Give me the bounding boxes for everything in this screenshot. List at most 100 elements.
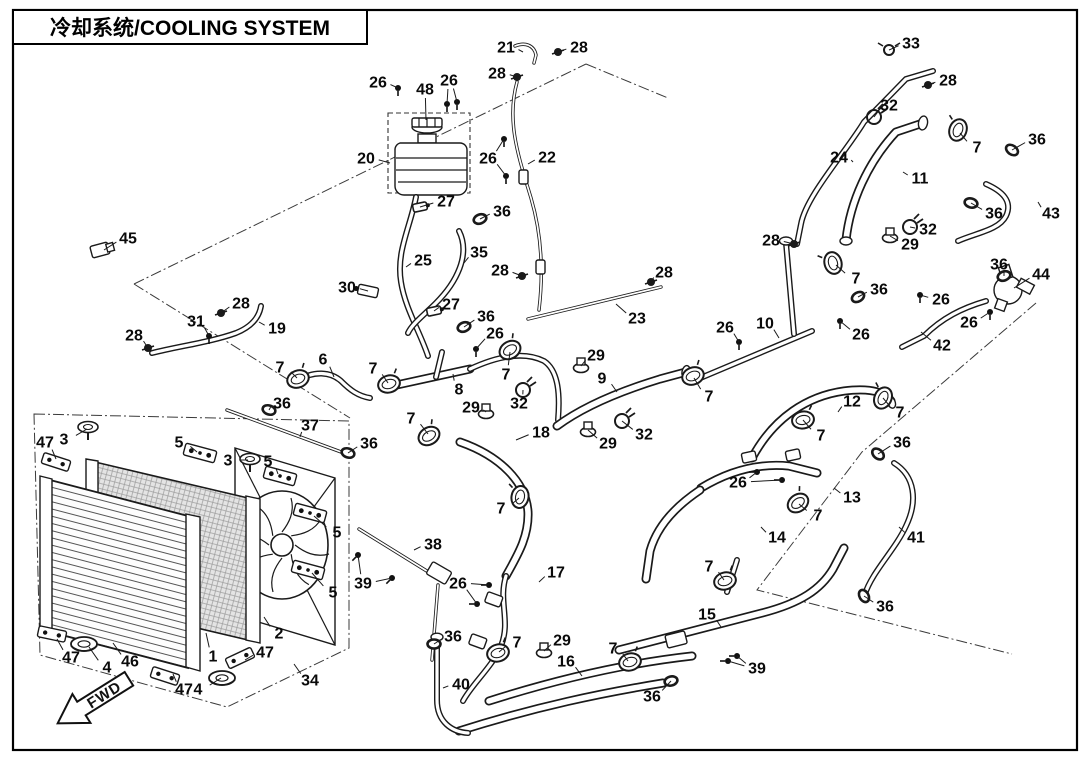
callout-18: 18 <box>532 425 550 442</box>
callout-26: 26 <box>449 576 467 593</box>
leader-line <box>496 164 507 177</box>
leader-line <box>290 371 298 379</box>
callout-11: 11 <box>912 171 929 188</box>
leader-line <box>802 419 812 430</box>
callout-26: 26 <box>479 151 497 168</box>
leader-line <box>112 642 122 655</box>
leader-line <box>483 409 487 413</box>
callout-8: 8 <box>455 382 464 399</box>
callout-36: 36 <box>893 435 911 452</box>
callout-28: 28 <box>939 73 957 90</box>
condenser <box>39 475 201 672</box>
leader-line <box>209 677 222 686</box>
leader-line <box>509 74 518 78</box>
callout-39: 39 <box>354 576 372 593</box>
callout-41: 41 <box>907 530 925 547</box>
mount-plate-5 <box>182 442 218 464</box>
leader-line <box>204 327 210 337</box>
callout-36: 36 <box>985 206 1003 223</box>
leader-line <box>980 311 991 319</box>
leader-line <box>268 407 271 411</box>
callout-26: 26 <box>369 75 387 92</box>
leader-line <box>220 306 230 314</box>
callout-42: 42 <box>933 338 951 355</box>
leader-line <box>512 271 523 277</box>
leader-line <box>650 277 655 283</box>
leader-line <box>258 321 265 326</box>
callout-26: 26 <box>960 315 978 332</box>
callout-36: 36 <box>493 204 511 221</box>
callout-9: 9 <box>598 371 607 388</box>
leader-line <box>88 646 99 661</box>
callout-28: 28 <box>232 296 250 313</box>
callout-36: 36 <box>477 309 495 326</box>
callout-7: 7 <box>407 411 416 428</box>
leader-line <box>475 338 486 350</box>
callout-6: 6 <box>319 352 328 369</box>
callout-28: 28 <box>488 66 506 83</box>
callout-21: 21 <box>497 40 515 57</box>
leader-line <box>773 329 780 339</box>
callout-27: 27 <box>442 297 460 314</box>
callout-17: 17 <box>547 565 565 582</box>
callout-3: 3 <box>60 432 69 449</box>
leader-line <box>515 434 529 441</box>
leader-line <box>863 595 874 603</box>
leader-line <box>857 291 868 298</box>
callout-40: 40 <box>452 677 470 694</box>
callout-3: 3 <box>224 453 233 470</box>
callout-48: 48 <box>416 82 434 99</box>
callout-1: 1 <box>209 649 218 666</box>
callout-45: 45 <box>119 231 137 248</box>
leader-line <box>420 423 429 435</box>
leader-line <box>902 171 909 176</box>
callout-7: 7 <box>817 428 826 445</box>
leader-line <box>622 653 629 662</box>
page-border <box>11 8 1079 752</box>
callout-36: 36 <box>273 396 291 413</box>
callout-26: 26 <box>440 73 458 90</box>
leader-line <box>877 445 891 455</box>
leader-line <box>452 88 458 103</box>
callout-25: 25 <box>414 253 432 270</box>
leader-line <box>518 49 524 53</box>
leader-line <box>446 88 449 105</box>
callout-23: 23 <box>628 311 646 328</box>
leader-line <box>405 263 412 268</box>
leader-line <box>381 374 389 384</box>
leader-line <box>311 572 324 587</box>
bracket-47 <box>40 451 72 473</box>
callout-15: 15 <box>698 607 716 624</box>
leader-line <box>433 307 440 312</box>
callout-36: 36 <box>1028 132 1046 149</box>
callout-5: 5 <box>264 454 273 471</box>
leader-line <box>507 351 511 366</box>
callout-26: 26 <box>852 327 870 344</box>
callout-36: 36 <box>870 282 888 299</box>
callout-4: 4 <box>103 660 112 677</box>
leader-line <box>433 639 442 645</box>
callout-28: 28 <box>570 40 588 57</box>
leader-line <box>587 429 598 439</box>
phantom-lines <box>33 63 1037 708</box>
callout-7: 7 <box>369 361 378 378</box>
leader-line <box>75 428 88 436</box>
callout-7: 7 <box>705 559 714 576</box>
leader-line <box>718 571 725 581</box>
leader-line <box>575 666 583 677</box>
leader-line <box>172 673 177 682</box>
leader-line <box>498 645 506 653</box>
callout-7: 7 <box>276 360 285 377</box>
leader-line <box>463 319 475 328</box>
callout-36: 36 <box>990 257 1008 274</box>
callout-47: 47 <box>175 682 193 699</box>
callout-33: 33 <box>902 36 920 53</box>
callout-38: 38 <box>424 537 442 554</box>
page-title: 冷却系统/COOLING SYSTEM <box>50 16 330 40</box>
leader-line <box>378 159 391 164</box>
leader-line <box>615 303 627 314</box>
callout-26: 26 <box>716 320 734 337</box>
grommet-3 <box>77 420 99 441</box>
